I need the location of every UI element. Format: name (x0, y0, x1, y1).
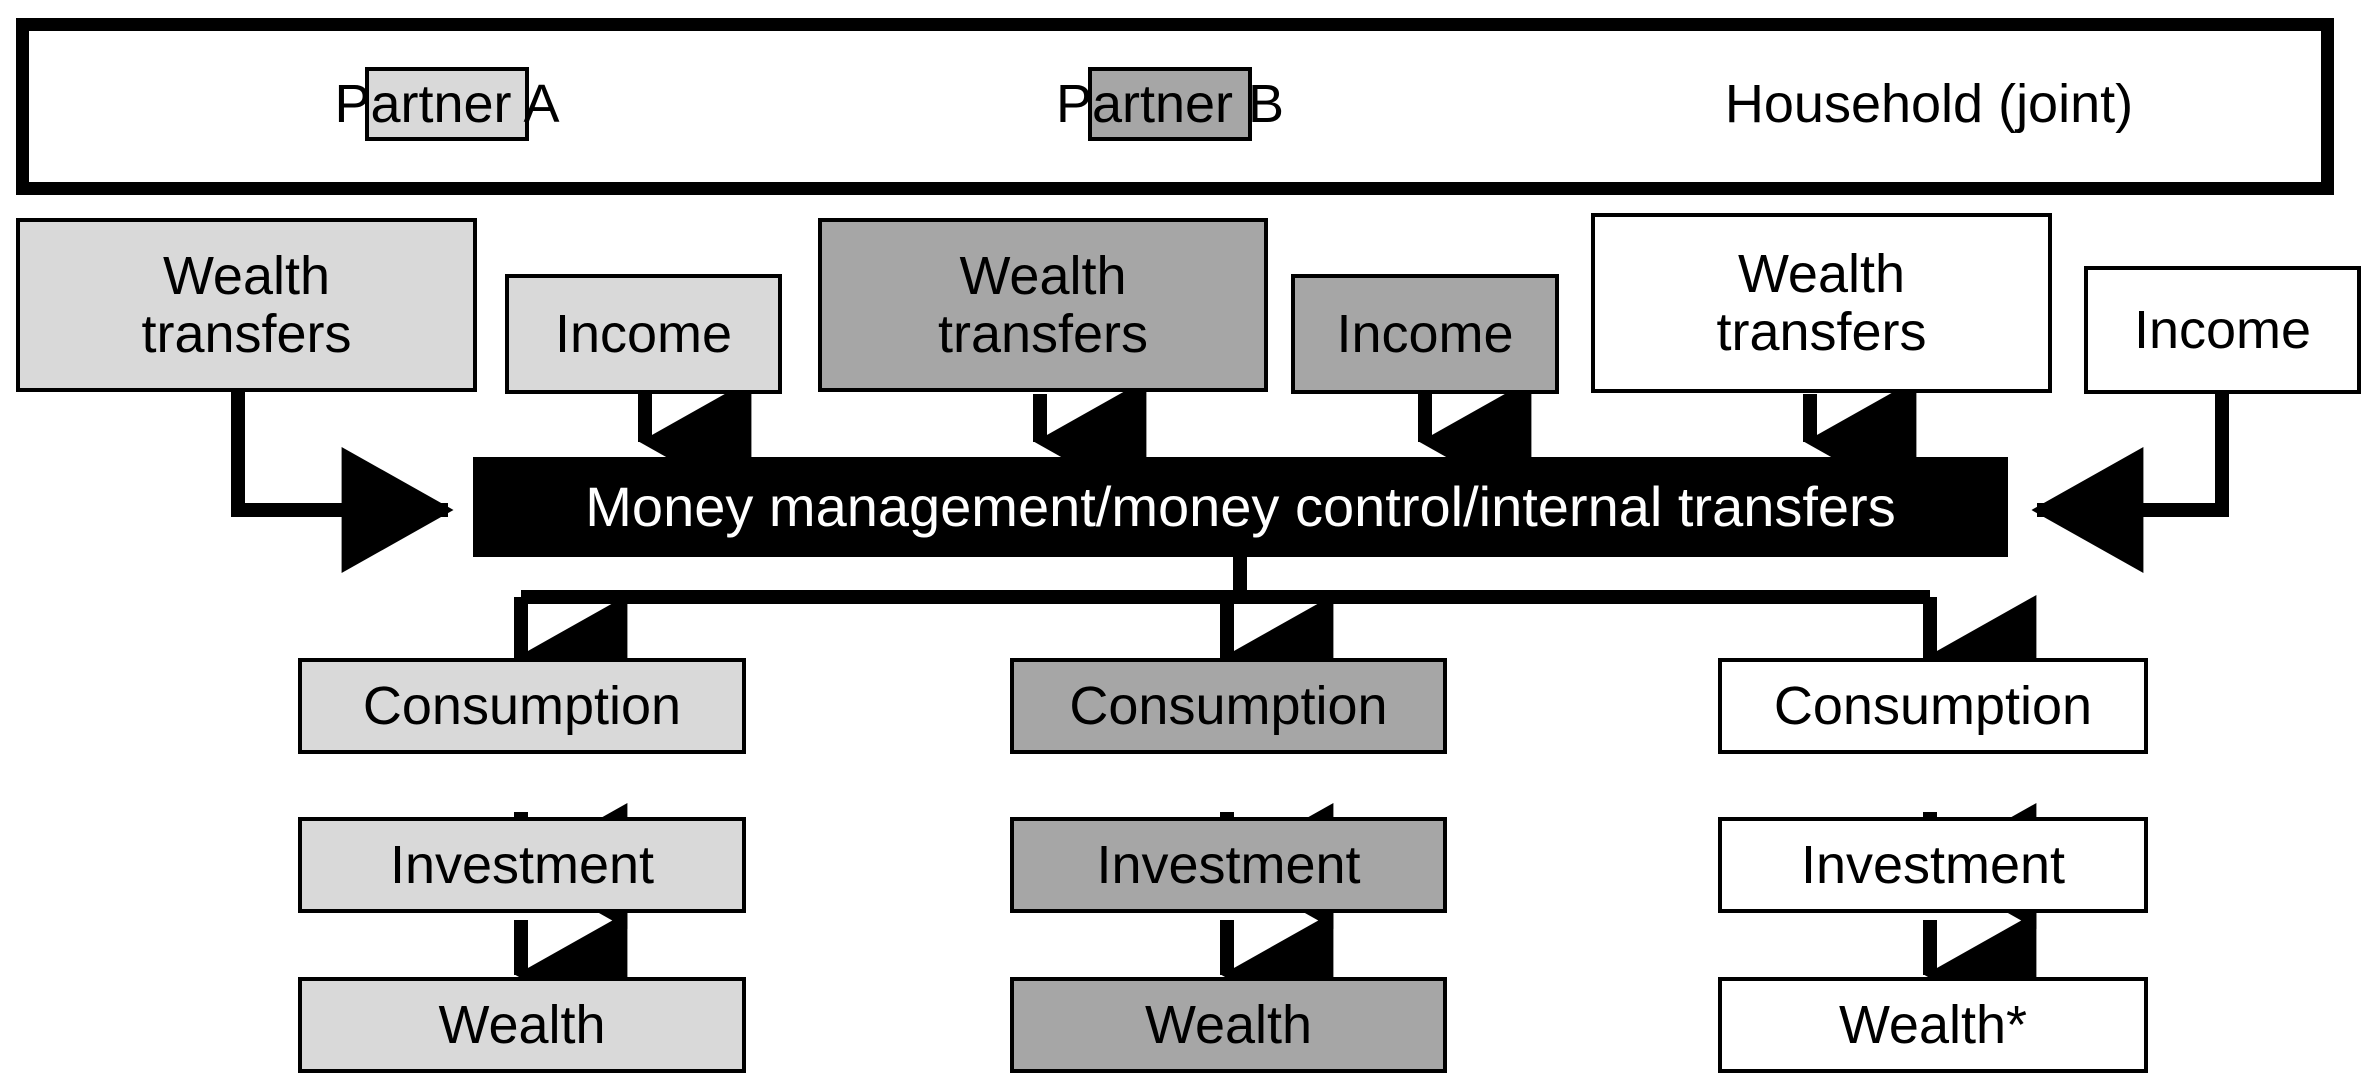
node-partner-a-income[interactable]: Income (505, 274, 782, 394)
node-household-wealth[interactable]: Wealth* (1718, 977, 2148, 1073)
node-partner-a-investment[interactable]: Investment (298, 817, 746, 913)
node-household-consumption[interactable]: Consumption (1718, 658, 2148, 754)
legend-band: Partner A Partner B Household (joint) (16, 18, 2334, 195)
node-partner-b-consumption[interactable]: Consumption (1010, 658, 1447, 754)
node-household-investment[interactable]: Investment (1718, 817, 2148, 913)
legend-partner-b[interactable]: Partner B (1056, 67, 1284, 141)
money-management-hub[interactable]: Money management/money control/internal … (473, 457, 2008, 557)
node-partner-b-wealth-transfers[interactable]: Wealth transfers (818, 218, 1268, 392)
legend-household: Household (joint) (1724, 74, 2134, 134)
node-partner-a-wealth-transfers[interactable]: Wealth transfers (16, 218, 477, 392)
node-partner-a-consumption[interactable]: Consumption (298, 658, 746, 754)
node-partner-a-wealth[interactable]: Wealth (298, 977, 746, 1073)
edge-a-wealth-to-hub (231, 392, 454, 573)
node-partner-b-wealth[interactable]: Wealth (1010, 977, 1447, 1073)
node-partner-b-investment[interactable]: Investment (1010, 817, 1447, 913)
node-household-income[interactable]: Income (2084, 266, 2361, 394)
edge-h-income-to-hub (2031, 394, 2229, 573)
node-household-wealth-transfers[interactable]: Wealth transfers (1591, 213, 2052, 393)
legend-partner-a[interactable]: Partner A (334, 67, 560, 141)
node-partner-b-income[interactable]: Income (1291, 274, 1559, 394)
